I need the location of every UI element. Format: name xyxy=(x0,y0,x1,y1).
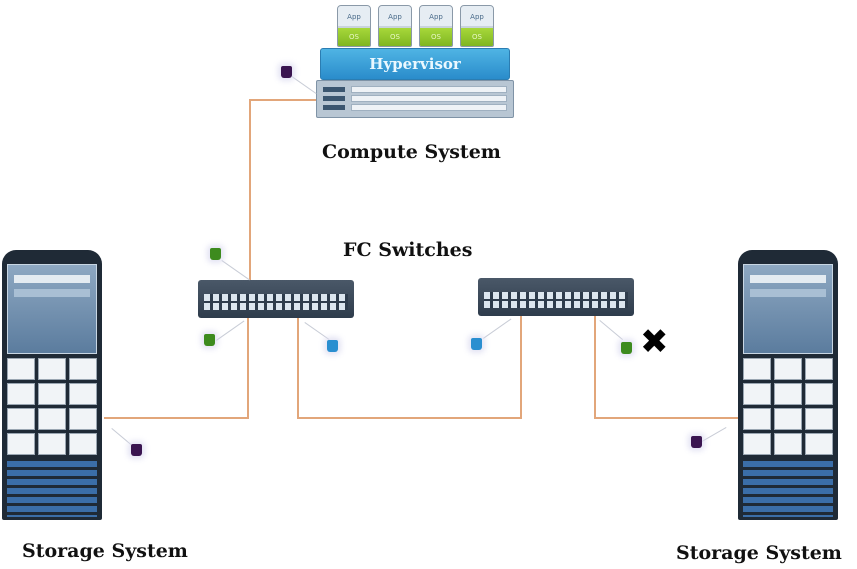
switch-port-icon xyxy=(210,248,221,260)
switch-port-icon xyxy=(204,334,215,346)
link-switch2-to-storage-right-vertical xyxy=(594,316,596,419)
os-label: OS xyxy=(379,28,411,46)
fc-switch-2 xyxy=(478,278,634,316)
storage-system-right xyxy=(738,250,838,520)
leader-line xyxy=(483,318,512,339)
os-label: OS xyxy=(338,28,370,46)
app-label: App xyxy=(338,6,370,26)
failure-x-icon: ✖ xyxy=(640,322,669,362)
storage-left-label: Storage System xyxy=(22,540,188,562)
app-label: App xyxy=(379,6,411,26)
virtual-machine: App OS xyxy=(378,5,412,47)
virtual-machine: App OS xyxy=(460,5,494,47)
hba-port-icon xyxy=(281,66,292,78)
app-label: App xyxy=(420,6,452,26)
leader-line xyxy=(221,260,250,281)
link-switch2-to-storage-right-horizontal xyxy=(594,417,744,419)
storage-system-left xyxy=(2,250,102,520)
storage-right-label: Storage System xyxy=(676,542,842,564)
leader-line xyxy=(700,427,727,443)
leader-line xyxy=(291,76,317,95)
switch-port-icon xyxy=(621,342,632,354)
switch-port-icon xyxy=(471,338,482,350)
leader-line xyxy=(304,322,330,341)
link-switch1-to-switch2-right xyxy=(520,316,522,419)
fc-switch-1 xyxy=(198,280,354,318)
link-storage-left-to-switch1-vertical xyxy=(247,318,249,418)
link-storage-left-to-switch1-horizontal xyxy=(104,417,249,419)
link-switch1-to-switch2-left xyxy=(297,318,299,418)
hba-port-icon xyxy=(131,444,142,456)
os-label: OS xyxy=(420,28,452,46)
leader-line xyxy=(599,320,623,341)
server-chassis xyxy=(316,80,514,118)
virtual-machine: App OS xyxy=(419,5,453,47)
os-label: OS xyxy=(461,28,493,46)
link-switch1-to-switch2-bottom xyxy=(297,417,522,419)
fc-switches-label: FC Switches xyxy=(343,239,473,261)
switch-port-icon xyxy=(327,340,338,352)
virtual-machine: App OS xyxy=(337,5,371,47)
leader-line xyxy=(216,320,245,341)
link-compute-to-switch1-horizontal xyxy=(249,99,319,101)
hba-port-icon xyxy=(691,436,702,448)
link-compute-to-switch1-vertical xyxy=(249,99,251,284)
compute-system-label: Compute System xyxy=(322,141,501,163)
hypervisor-layer: Hypervisor xyxy=(320,48,510,80)
app-label: App xyxy=(461,6,493,26)
leader-line xyxy=(111,428,132,446)
